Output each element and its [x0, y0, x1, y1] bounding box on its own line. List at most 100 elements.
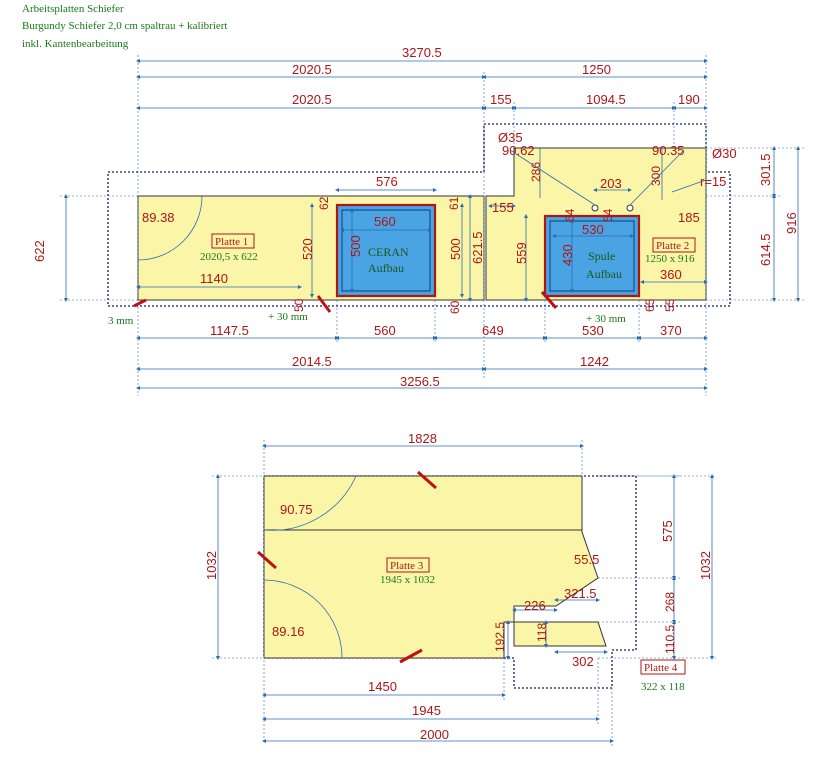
corner-arc-top — [263, 475, 357, 531]
dim-60: 60 — [448, 300, 462, 314]
dim-dia-35: Ø35 — [498, 130, 523, 145]
plate-3-label-box — [386, 557, 430, 573]
seam-mark-3 — [133, 298, 147, 308]
plate-4-label: Platte 4 — [644, 662, 678, 674]
dim-bottom-1147: 1147.5 — [210, 323, 249, 338]
dim-301-5: 301.5 — [758, 153, 773, 186]
dim-1032-right: 1032 — [698, 551, 713, 580]
dim-90-75: 90.75 — [280, 502, 313, 517]
dim-2000: 2000 — [420, 727, 449, 742]
dim-155: 155 — [490, 92, 512, 107]
dim-89-16: 89.16 — [272, 624, 305, 639]
dim-89-38: 89.38 — [142, 210, 175, 225]
sink-cutout-inner — [549, 220, 635, 292]
dim-65: 65 — [643, 298, 657, 312]
dim-r15: r=15 — [700, 174, 726, 189]
dim-520: 520 — [300, 238, 315, 260]
faucet-hole-left — [591, 204, 599, 212]
plate-1-size: 2020,5 x 622 — [200, 251, 258, 263]
dim-621: 621.5 — [470, 231, 485, 264]
sink-label-2: Aufbau — [586, 267, 622, 281]
dim-90-62: 90.62 — [502, 143, 535, 158]
dim-268: 268 — [663, 592, 677, 612]
sink-label: Spule — [588, 249, 615, 263]
plate-3-size: 1945 x 1032 — [380, 574, 435, 586]
dim-bottom-2014: 2014.5 — [292, 354, 332, 369]
dim-90-35: 90.35 — [652, 143, 685, 158]
dim-110-5: 110.5 — [663, 625, 677, 654]
corner-radius-arc — [137, 195, 203, 261]
note-plus30-a: + 30 mm — [268, 311, 308, 323]
dim-190: 190 — [678, 92, 700, 107]
header-edge: inkl. Kantenbearbeitung — [22, 38, 129, 50]
seam-mark-1 — [316, 295, 332, 313]
dim-bottom-3256: 3256.5 — [400, 374, 440, 389]
dim-bottom-530: 530 — [582, 323, 604, 338]
dim-61: 61 — [447, 196, 461, 210]
plate-4 — [513, 621, 607, 647]
dim-1828: 1828 — [408, 431, 437, 446]
dim-1450: 1450 — [368, 679, 397, 694]
dim-right-top: 1250 — [582, 62, 611, 77]
plate-1-label-box — [211, 233, 255, 249]
plate-2-label-box — [652, 237, 696, 253]
dim-226: 226 — [524, 598, 546, 613]
plate-1-label: Platte 1 — [215, 236, 248, 248]
ceran-cutout-inner — [341, 209, 431, 292]
dim-155-b: 155 — [492, 200, 514, 215]
dim-64: 64 — [563, 208, 577, 222]
ceran-label-2: Aufbau — [368, 261, 404, 275]
seam-mark-4 — [417, 470, 437, 490]
header-title: Arbeitsplatten Schiefer — [22, 3, 124, 15]
dim-left-top: 2020.5 — [292, 62, 332, 77]
plate-3 — [263, 475, 599, 659]
dim-530-inner: 530 — [582, 222, 604, 237]
dim-614-5: 614.5 — [758, 233, 773, 266]
faucet-hole-right — [626, 204, 634, 212]
dim-55: 55 — [663, 298, 677, 312]
dim-total-top: 3270.5 — [402, 45, 442, 60]
dim-430: 430 — [560, 244, 575, 266]
dim-62: 62 — [317, 196, 331, 210]
dim-bottom-1242: 1242 — [580, 354, 609, 369]
plate-4-label-box — [640, 659, 686, 675]
plate-3-label: Platte 3 — [390, 560, 424, 572]
dim-1032-left: 1032 — [204, 551, 219, 580]
dim-560-inner: 560 — [374, 214, 396, 229]
dim-dia-30: Ø30 — [712, 146, 737, 161]
header-material: Burgundy Schiefer 2,0 cm spaltrau + kali… — [22, 20, 227, 32]
sink-cutout — [543, 214, 641, 298]
dim-left-second: 2020.5 — [292, 92, 332, 107]
dim-1094: 1094.5 — [586, 92, 626, 107]
dim-321-5: 321.5 — [564, 586, 597, 601]
dim-916: 916 — [784, 212, 799, 234]
dim-203: 203 — [600, 176, 622, 191]
dim-1945: 1945 — [412, 703, 441, 718]
note-3mm: 3 mm — [108, 315, 134, 327]
plate-4-size: 322 x 118 — [641, 681, 685, 693]
dim-559: 559 — [514, 242, 529, 264]
plate-2-label: Platte 2 — [656, 240, 689, 252]
seam-mark-5 — [257, 550, 277, 570]
dim-192-5: 192.5 — [493, 622, 507, 652]
dim-622: 622 — [32, 240, 47, 262]
dim-55-5: 55.5 — [574, 552, 599, 567]
dim-118: 118 — [535, 623, 549, 642]
dim-360: 360 — [660, 267, 682, 282]
dim-500-b: 500 — [448, 238, 463, 260]
dim-1140: 1140 — [200, 271, 228, 286]
dim-300: 300 — [649, 166, 663, 186]
dim-bottom-560: 560 — [374, 323, 396, 338]
seam-mark-2 — [540, 291, 558, 309]
dim-575: 575 — [660, 520, 675, 542]
dim-54: 54 — [601, 208, 615, 222]
dim-bottom-370: 370 — [660, 323, 682, 338]
dim-bottom-649: 649 — [482, 323, 504, 338]
corner-arc-bottom — [263, 579, 343, 659]
dim-286: 286 — [529, 162, 543, 182]
dim-50: 50 — [292, 298, 306, 312]
dim-302: 302 — [572, 654, 594, 669]
ceran-label: CERAN — [368, 245, 409, 259]
note-plus30-b: + 30 mm — [586, 313, 626, 325]
dim-500-a: 500 — [348, 235, 363, 257]
